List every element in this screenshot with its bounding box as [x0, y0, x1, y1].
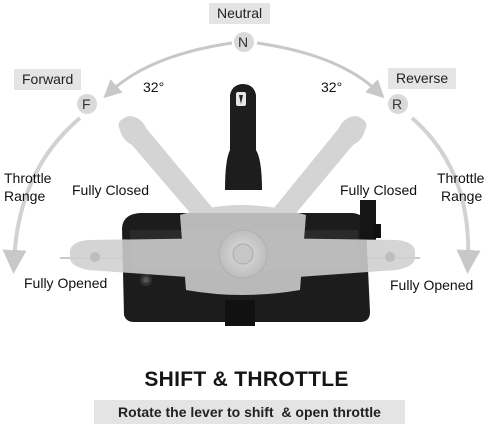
instruction-banner: Rotate the lever to shift & open throttl…	[94, 400, 405, 424]
shift-arc-left-arrow	[103, 41, 233, 99]
throttle-arc-right	[410, 116, 481, 274]
fully-opened-left-label: Fully Opened	[24, 275, 108, 291]
throttle-arc-left	[2, 116, 82, 274]
shift-arc-right-arrow	[256, 41, 385, 99]
reverse-circle-icon	[388, 94, 408, 114]
neutral-circle-icon	[234, 32, 254, 52]
reverse-letter: R	[392, 96, 403, 112]
fully-opened-right-label: Fully Opened	[390, 277, 474, 293]
throttle-range-right-line2: Range	[441, 188, 483, 204]
throttle-range-left-line1: Throttle	[4, 170, 52, 186]
throttle-range-left-line2: Range	[4, 188, 46, 204]
forward-circle-icon	[77, 94, 97, 114]
forward-letter: F	[82, 96, 91, 112]
lever-handle-icon	[70, 116, 415, 295]
fully-closed-right-label: Fully Closed	[340, 182, 418, 198]
reverse-label: Reverse	[388, 68, 457, 89]
fully-closed-left-label: Fully Closed	[72, 182, 150, 198]
headline-title: SHIFT & THROTTLE	[144, 368, 349, 391]
angle-right-label: 32°	[321, 79, 343, 95]
forward-label: Forward	[14, 69, 82, 90]
neutral-label: Neutral	[209, 3, 271, 24]
neutral-letter: N	[238, 34, 249, 50]
angle-left-label: 32°	[143, 79, 165, 95]
throttle-range-right-line1: Throttle	[437, 170, 485, 186]
